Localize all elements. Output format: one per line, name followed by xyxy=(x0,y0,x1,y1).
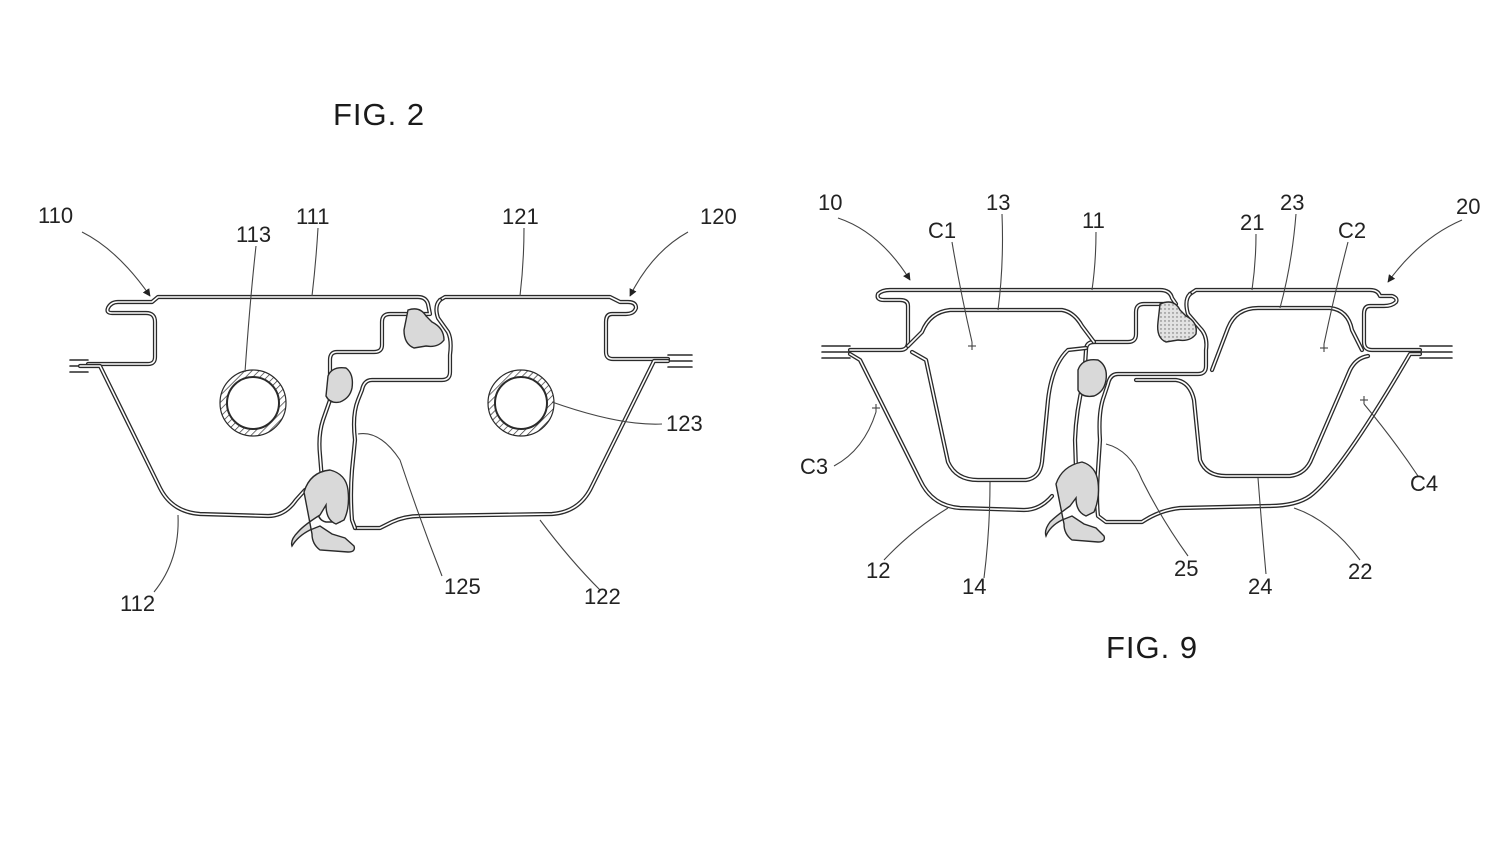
label-14: 14 xyxy=(962,574,986,599)
fig9-arrow-20 xyxy=(1387,219,1463,283)
label-21: 21 xyxy=(1240,210,1264,235)
figure-2: FIG. 2 xyxy=(38,97,737,616)
fig2-middle-seal xyxy=(325,366,354,404)
label-25: 25 xyxy=(1174,556,1198,581)
label-22: 22 xyxy=(1348,559,1372,584)
fig9-arrow-10 xyxy=(837,217,911,281)
fig2-body-flange xyxy=(69,354,693,373)
figure-9-title: FIG. 9 xyxy=(1106,630,1198,665)
label-24: 24 xyxy=(1248,574,1272,599)
label-c1: C1 xyxy=(928,218,956,243)
label-123: 123 xyxy=(666,411,703,436)
figure-2-title: FIG. 2 xyxy=(333,97,425,132)
fig2-member-120 xyxy=(348,294,671,531)
label-120: 120 xyxy=(700,204,737,229)
label-20: 20 xyxy=(1456,194,1480,219)
fig9-seals xyxy=(1044,301,1197,543)
fig9-body-flange xyxy=(821,345,1453,359)
label-12: 12 xyxy=(866,558,890,583)
fig9-upper-seal xyxy=(1156,301,1197,343)
fig9-member-10 xyxy=(847,287,1179,513)
label-111: 111 xyxy=(296,204,329,229)
label-c4: C4 xyxy=(1410,471,1438,496)
label-11: 11 xyxy=(1082,208,1105,233)
fig9-member-20 xyxy=(1094,287,1423,525)
label-c2: C2 xyxy=(1338,218,1366,243)
label-113: 113 xyxy=(236,222,271,247)
label-23: 23 xyxy=(1280,190,1304,215)
label-121: 121 xyxy=(502,204,539,229)
fig2-arrow-120 xyxy=(629,231,689,297)
fig2-lower-seal xyxy=(290,469,356,553)
fig2-upper-seal xyxy=(403,308,445,349)
fig9-labels: 10 C1 13 11 21 23 C2 20 C3 C4 12 14 25 2… xyxy=(800,190,1480,599)
label-122: 122 xyxy=(584,584,621,609)
fig9-middle-seal xyxy=(1077,359,1108,398)
fig9-leader-lines xyxy=(833,213,1419,579)
label-112: 112 xyxy=(120,591,155,616)
fig2-arrow-110 xyxy=(81,231,151,297)
figure-9: FIG. 9 xyxy=(800,190,1480,665)
fig2-leader-lines xyxy=(153,227,663,593)
fig9-cavity-markers xyxy=(872,342,1368,412)
label-c3: C3 xyxy=(800,454,828,479)
fig2-seals xyxy=(290,308,445,553)
fig9-lower-seal xyxy=(1044,461,1106,543)
fig2-labels: 110 113 111 121 120 123 125 122 112 xyxy=(38,203,737,616)
label-10: 10 xyxy=(818,190,842,215)
label-13: 13 xyxy=(986,190,1010,215)
label-110: 110 xyxy=(38,203,73,228)
label-125: 125 xyxy=(444,574,481,599)
